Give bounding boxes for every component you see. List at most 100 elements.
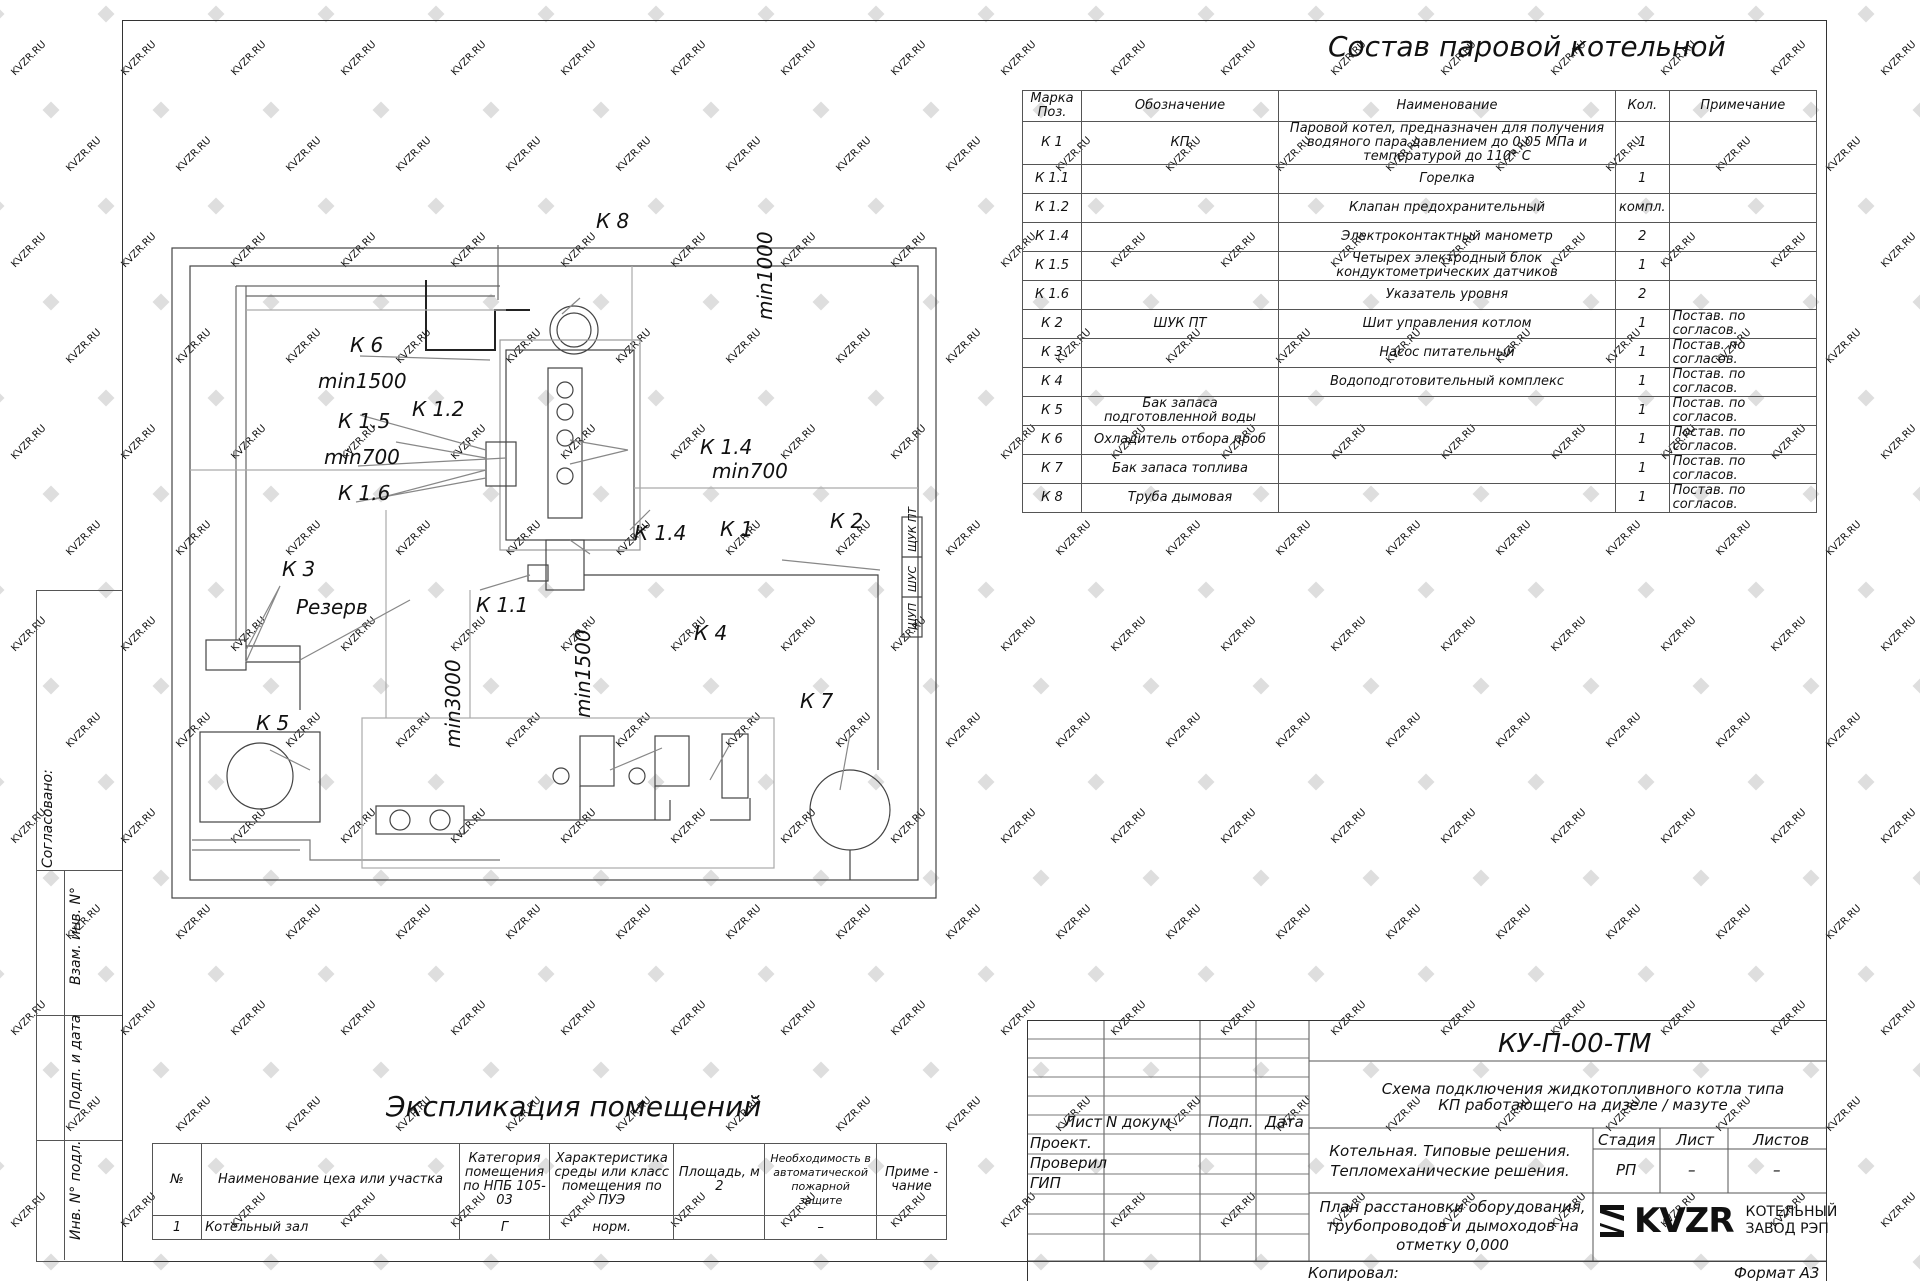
control-block: [485, 441, 517, 487]
watermark-mark-icon: [1912, 485, 1920, 503]
spec-cell-designation: ШУК ПТ: [1081, 309, 1279, 339]
burner-fan: [527, 564, 549, 582]
gauge-3: [556, 429, 574, 447]
plan-label: К 2: [830, 509, 863, 533]
panel-label: ЩУП: [906, 603, 919, 630]
spec-cell-name: Указатель уровня: [1278, 280, 1616, 310]
watermark-mark-icon: [1912, 1061, 1920, 1079]
watermark-text: KVZR.RU: [64, 519, 103, 558]
plan-label: К 1.4: [634, 521, 686, 545]
watermark-mark-icon: [702, 869, 720, 887]
watermark-mark-icon: [1527, 773, 1545, 791]
watermark-mark-icon: [262, 485, 280, 503]
watermark-mark-icon: [42, 485, 60, 503]
watermark-mark-icon: [1527, 581, 1545, 599]
watermark-mark-icon: [1857, 1157, 1875, 1175]
watermark-mark-icon: [702, 101, 720, 119]
spec-cell-qty: 1: [1615, 309, 1670, 339]
spec-cell-note: Постав. по согласов.: [1668, 338, 1818, 368]
tb-role-3: ГИП: [1030, 1174, 1061, 1192]
watermark-mark-icon: [1032, 1061, 1050, 1079]
company-line-1: КОТЕЛЬНЫЙ: [1745, 1204, 1838, 1220]
plan-label: К 1.4: [700, 435, 752, 459]
watermark-mark-icon: [317, 197, 335, 215]
drawing-code: КУ-П-00-ТМ: [1498, 1029, 1652, 1059]
watermark-text: KVZR.RU: [1879, 39, 1918, 78]
watermark-mark-icon: [97, 5, 115, 23]
watermark-mark-icon: [317, 773, 335, 791]
watermark-mark-icon: [0, 965, 5, 983]
watermark-mark-icon: [0, 581, 5, 599]
watermark-mark-icon: [42, 677, 60, 695]
treatment-pipes: [464, 786, 751, 821]
watermark-mark-icon: [482, 677, 500, 695]
watermark-mark-icon: [1637, 1157, 1655, 1175]
watermark-mark-icon: [1087, 965, 1105, 983]
watermark-mark-icon: [1307, 581, 1325, 599]
watermark-mark-icon: [537, 773, 555, 791]
spec-cell-note: Постав. по согласов.: [1668, 396, 1818, 426]
watermark-mark-icon: [1747, 1157, 1765, 1175]
leader-lines: [245, 297, 881, 791]
watermark-mark-icon: [317, 389, 335, 407]
watermark-mark-icon: [207, 581, 225, 599]
watermark-mark-icon: [1252, 1253, 1270, 1271]
drawing-description: Схема подключения жидкотопливного котла …: [1381, 1080, 1785, 1114]
spec-cell-qty: 1: [1615, 251, 1670, 281]
watermark-mark-icon: [1307, 773, 1325, 791]
watermark-mark-icon: [42, 869, 60, 887]
plan-label: К 3: [282, 557, 315, 581]
watermark-text: KVZR.RU: [1824, 327, 1863, 366]
spec-cell-designation: [1081, 164, 1279, 194]
spec-cell-note: Постав. по согласов.: [1668, 309, 1818, 339]
margin-inv-orig: Инв. N° подл.: [68, 1140, 84, 1241]
spec-cell-designation: Бак запаса подготовленной воды: [1081, 396, 1279, 426]
project-name: Котельная. Типовые решения. Тепломеханич…: [1329, 1142, 1571, 1180]
expl-header-1: Наименование цеха или участка: [201, 1143, 460, 1216]
spec-cell-pos: К 1.5: [1022, 251, 1082, 281]
watermark-mark-icon: [1032, 677, 1050, 695]
plan-label: min1000: [753, 231, 777, 320]
gauge-4: [556, 467, 574, 485]
plan-label: К 7: [800, 689, 834, 713]
softener-1: [552, 767, 570, 785]
stage-v-0: РП: [1616, 1161, 1637, 1179]
watermark-mark-icon: [702, 677, 720, 695]
watermark-mark-icon: [1747, 773, 1765, 791]
spec-cell-name: Водоподготовительный комплекс: [1278, 367, 1616, 397]
watermark-mark-icon: [1857, 581, 1875, 599]
watermark-mark-icon: [867, 389, 885, 407]
water-tank: [199, 731, 321, 823]
watermark-mark-icon: [0, 773, 5, 791]
watermark-mark-icon: [537, 389, 555, 407]
watermark-mark-icon: [647, 965, 665, 983]
watermark-mark-icon: [1417, 581, 1435, 599]
watermark-mark-icon: [867, 5, 885, 23]
watermark-mark-icon: [592, 1253, 610, 1271]
water-tank-circle: [226, 742, 294, 810]
watermark-mark-icon: [812, 485, 830, 503]
watermark-text: KVZR.RU: [1879, 999, 1918, 1038]
watermark-mark-icon: [1527, 1157, 1545, 1175]
spec-header-row: Марка Поз. Обозначение Наименование Кол.…: [1022, 90, 1818, 122]
watermark-mark-icon: [977, 773, 995, 791]
spec-cell-note: Постав. по согласов.: [1668, 483, 1818, 513]
watermark-mark-icon: [1912, 101, 1920, 119]
watermark-mark-icon: [1417, 1157, 1435, 1175]
watermark-mark-icon: [317, 581, 335, 599]
watermark-mark-icon: [1747, 581, 1765, 599]
spec-cell-qty: компл.: [1615, 193, 1670, 223]
watermark-mark-icon: [207, 965, 225, 983]
spec-cell-designation: [1081, 367, 1279, 397]
watermark-mark-icon: [867, 773, 885, 791]
margin-divider-3: [36, 1140, 122, 1141]
watermark-mark-icon: [757, 389, 775, 407]
watermark-mark-icon: [97, 389, 115, 407]
plan-label: К 4: [694, 621, 727, 645]
plan-label: min700: [324, 445, 400, 469]
sheet-title: План расстановки оборудования, трубопров…: [1319, 1198, 1586, 1254]
watermark-mark-icon: [647, 389, 665, 407]
